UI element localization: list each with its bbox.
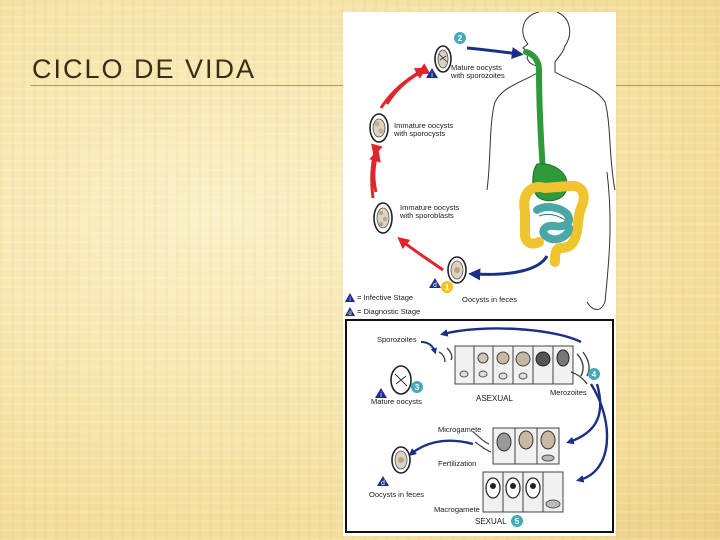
red-arrow-to-mature bbox=[385, 63, 431, 105]
label-immature-sporoblasts-1: Immature oocysts bbox=[400, 203, 459, 212]
step-badge-3 bbox=[411, 381, 423, 393]
arrow-to-macrogamete bbox=[576, 383, 609, 483]
step-badge-1 bbox=[441, 281, 453, 293]
step-number-3: 3 bbox=[415, 383, 420, 392]
intestines bbox=[519, 180, 589, 267]
arrow-to-oocyst-in-feces bbox=[408, 439, 474, 456]
step-number-5: 5 bbox=[515, 517, 520, 526]
microgamete-epithelium bbox=[492, 427, 560, 465]
infective-badge-top: i bbox=[426, 68, 438, 79]
red-arrow-sporocyst-to-top bbox=[379, 67, 428, 109]
life-cycle-diagram: i 2 Mature oocysts with sporozoites Imma… bbox=[345, 12, 616, 533]
microgamete-flagella bbox=[472, 431, 492, 453]
infective-mark-panel: i bbox=[380, 392, 382, 399]
label-sporozoites: Sporozoites bbox=[377, 335, 417, 344]
life-cycle-figure: i 2 Mature oocysts with sporozoites Imma… bbox=[343, 12, 616, 536]
blue-arrow-ingestion bbox=[466, 46, 524, 60]
diagnostic-badge-top: d bbox=[429, 278, 441, 289]
infective-badge-panel: i bbox=[375, 388, 387, 399]
legend-infective-mark: i bbox=[349, 297, 350, 303]
label-immature-sporocysts-1: Immature oocysts bbox=[394, 121, 453, 130]
oocyst-mature-top bbox=[434, 45, 452, 73]
legend: i = Infective Stage d = Diagnostic Stage bbox=[345, 293, 420, 317]
arrow-sporozoites bbox=[420, 341, 437, 355]
sporozoites-shapes bbox=[438, 347, 453, 363]
legend-diagnostic-mark: d bbox=[348, 311, 351, 317]
diagnostic-mark-top: d bbox=[433, 282, 437, 289]
oocyst-immature-sporoblasts bbox=[373, 202, 393, 234]
step-number-1: 1 bbox=[445, 283, 450, 292]
infective-mark-top: i bbox=[431, 72, 433, 79]
label-oocysts-in-feces-top: Oocysts in feces bbox=[462, 295, 517, 304]
label-merozoites: Merozoites bbox=[550, 388, 587, 397]
label-sexual: SEXUAL bbox=[475, 517, 507, 526]
legend-diagnostic-label: = Diagnostic Stage bbox=[357, 307, 420, 316]
asexual-epithelium bbox=[454, 345, 574, 385]
arrow-recycle-top bbox=[440, 327, 582, 344]
merozoites-cluster bbox=[570, 351, 590, 385]
label-fertilization: Fertilization bbox=[438, 459, 476, 468]
label-immature-sporoblasts-2: with sporoblasts bbox=[399, 211, 454, 220]
label-mature-oocysts-2: with sporozoites bbox=[450, 71, 505, 80]
label-microgamete: Microgamete bbox=[438, 425, 481, 434]
label-immature-sporocysts-2: with sporocysts bbox=[393, 129, 446, 138]
legend-infective-label: = Infective Stage bbox=[357, 293, 413, 302]
step-badge-5 bbox=[511, 515, 523, 527]
human-body-outline bbox=[486, 12, 616, 310]
red-arrow-sporoblast-to-sporocyst bbox=[369, 149, 381, 193]
diagnostic-badge-panel: d bbox=[377, 476, 389, 487]
label-oocysts-in-feces-panel: Oocysts in feces bbox=[369, 490, 424, 499]
label-asexual: ASEXUAL bbox=[476, 394, 513, 403]
step-badge-2 bbox=[454, 32, 466, 44]
label-macrogamete: Macrogamete bbox=[434, 505, 480, 514]
step-number-4: 4 bbox=[592, 370, 597, 379]
diagnostic-mark-panel: d bbox=[381, 480, 385, 487]
step-badge-4 bbox=[588, 368, 600, 380]
slide-title: CICLO DE VIDA bbox=[32, 54, 257, 84]
label-mature-oocysts-panel: Mature oocysts bbox=[371, 397, 422, 406]
step-number-2: 2 bbox=[458, 34, 463, 43]
esophagus-stomach bbox=[523, 49, 568, 202]
oocyst-immature-sporocysts bbox=[369, 113, 389, 143]
label-mature-oocysts-1: Mature oocysts bbox=[451, 63, 502, 72]
macrogamete-epithelium bbox=[482, 471, 564, 513]
blue-arrow-excretion bbox=[468, 255, 549, 281]
oocyst-in-feces-top bbox=[447, 256, 467, 284]
arrow-merozoites-to-gametes bbox=[566, 383, 602, 445]
oocyst-mature-panel bbox=[390, 365, 412, 395]
oocyst-in-feces-panel bbox=[391, 446, 411, 474]
red-arrow-feces-to-sporoblast bbox=[397, 236, 444, 272]
